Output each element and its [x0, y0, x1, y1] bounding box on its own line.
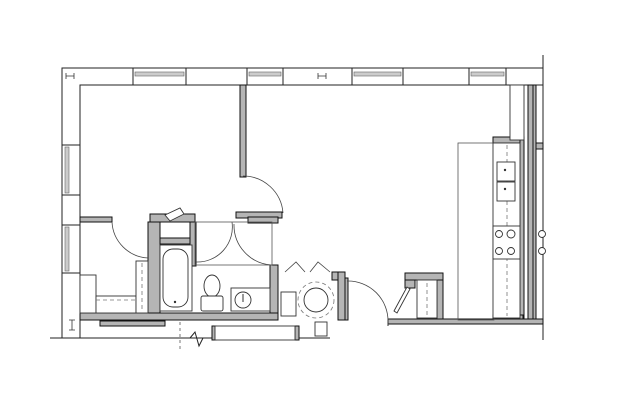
window-sill [353, 71, 402, 77]
interior-wall [337, 271, 346, 321]
interior-wall [404, 279, 416, 289]
window [61, 144, 81, 196]
interior-wall [535, 142, 544, 150]
closet-bifold-door[interactable] [164, 207, 185, 222]
lower-cabinet [214, 325, 296, 341]
interior-wall [436, 279, 444, 321]
entry-door-swing[interactable] [346, 280, 389, 323]
interior-wall [527, 84, 534, 321]
interior-wall [404, 272, 444, 281]
window-sill [470, 71, 505, 77]
bedroom-wardrobe [79, 274, 97, 314]
bedroom2-door-swing[interactable] [111, 221, 149, 259]
interior-wall [519, 136, 525, 321]
window [61, 224, 81, 274]
interior-wall [247, 216, 279, 224]
window-sill [134, 71, 185, 77]
interior-wall [344, 277, 349, 321]
bath-door-swing[interactable] [195, 221, 233, 263]
stove-icon [492, 225, 521, 260]
windows [61, 67, 507, 274]
hall-opening-line [194, 221, 273, 266]
window-sill [248, 71, 282, 77]
window [351, 67, 404, 86]
dimension-marker-1 [65, 73, 75, 79]
neighbor-stove-icon [538, 230, 546, 255]
window [246, 67, 284, 86]
window-sill [64, 226, 70, 272]
stair-box [314, 321, 328, 337]
dimension-marker-2 [317, 73, 327, 79]
window [132, 67, 187, 86]
window [468, 67, 507, 86]
kitchen-sink-icon [496, 161, 516, 202]
bedroom-door-swing[interactable] [242, 175, 284, 214]
laundry-bifold-door[interactable] [284, 261, 331, 273]
interior-wall [294, 325, 300, 341]
exterior-walls [50, 55, 544, 352]
interior-wall [239, 84, 247, 178]
bedroom-shelf [95, 295, 137, 314]
interior-wall [99, 320, 166, 327]
casework [79, 84, 525, 341]
interior-wall [532, 84, 537, 321]
interior-wall [147, 221, 161, 319]
kitchen-island-outline [457, 142, 495, 321]
fixtures [159, 161, 546, 319]
bathtub-icon [159, 244, 193, 312]
hall-door-swing[interactable] [233, 223, 273, 266]
bathroom-sink-icon [230, 287, 271, 312]
toilet-icon [200, 274, 224, 312]
interior-wall [269, 264, 279, 319]
interior-wall [79, 312, 279, 321]
dimension-marker-3 [69, 319, 75, 331]
laundry-counter [280, 291, 297, 317]
interior-wall [79, 216, 113, 223]
interior-wall [189, 221, 197, 267]
closet-door-leaf[interactable] [393, 286, 411, 314]
break-line [189, 330, 204, 348]
dimension-markers [65, 73, 327, 331]
washer-icon [297, 281, 335, 319]
doors [111, 175, 411, 326]
window-sill [64, 146, 70, 194]
upper-cabinet [509, 84, 525, 141]
